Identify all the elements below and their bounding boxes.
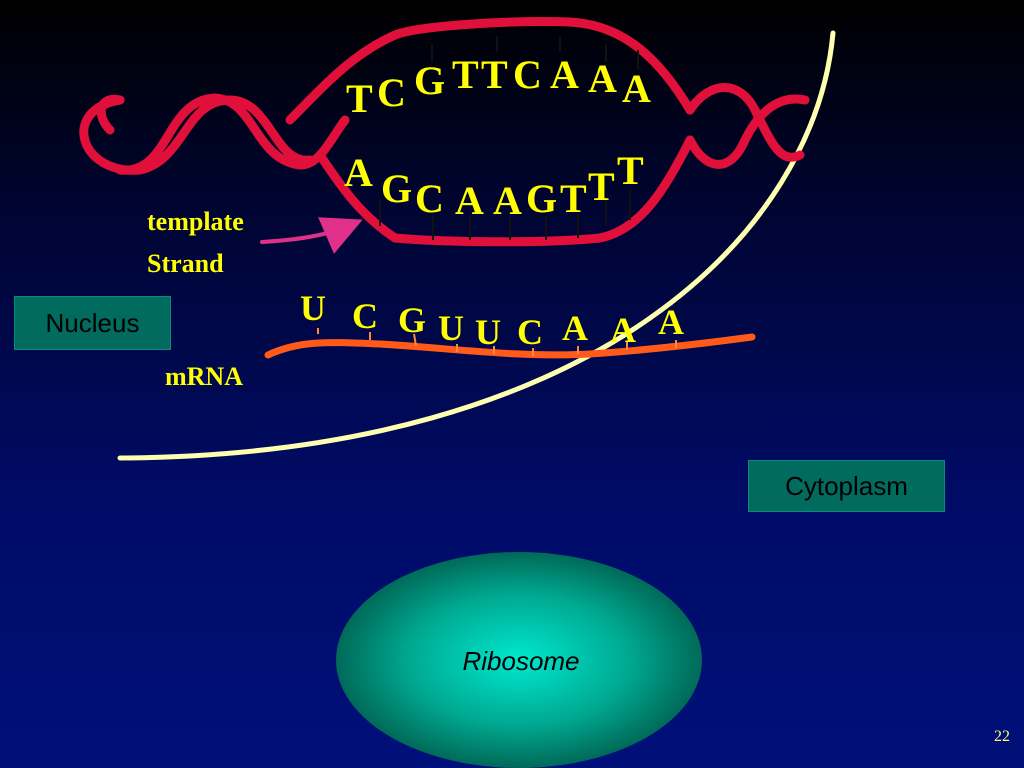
mrna-strand bbox=[264, 333, 756, 359]
nuclear-membrane bbox=[117, 30, 836, 461]
dna-bubble bbox=[285, 17, 695, 247]
dna-bottom-base: A bbox=[344, 150, 373, 195]
cytoplasm-label: Cytoplasm bbox=[748, 460, 945, 512]
dna-top-ticks bbox=[431, 36, 639, 70]
dna-top-base: T bbox=[481, 52, 508, 97]
mrna-bases: U C G U U C A A A bbox=[300, 288, 684, 352]
ribosome-label: Ribosome bbox=[462, 646, 579, 676]
dna-bottom-bases: A G C A A G T T T bbox=[344, 148, 644, 223]
dna-bottom-strand bbox=[315, 135, 695, 247]
dna-top-base: A bbox=[550, 52, 579, 97]
mrna-base: A bbox=[610, 310, 636, 350]
mrna-base: A bbox=[658, 302, 684, 342]
dna-top-base: A bbox=[588, 56, 617, 101]
dna-top-base: A bbox=[622, 66, 651, 111]
mrna-base: A bbox=[562, 308, 588, 348]
nucleus-label: Nucleus bbox=[14, 296, 171, 350]
dna-bottom-base: G bbox=[381, 166, 412, 211]
dna-bottom-base: T bbox=[560, 176, 587, 221]
dna-bottom-base: T bbox=[617, 148, 644, 193]
dna-top-base: T bbox=[346, 76, 373, 121]
dna-bottom-base: T bbox=[588, 164, 615, 209]
dna-bottom-base: C bbox=[415, 176, 444, 221]
mrna-base: U bbox=[475, 312, 501, 352]
dna-bottom-base: A bbox=[455, 178, 484, 223]
dna-top-base: C bbox=[377, 70, 406, 115]
mrna-base: U bbox=[300, 288, 326, 328]
mrna-base: U bbox=[438, 308, 464, 348]
template-label-line2: Strand bbox=[147, 249, 224, 278]
dna-top-base: G bbox=[414, 58, 445, 103]
mrna-ticks bbox=[317, 328, 677, 356]
mrna-base: C bbox=[517, 312, 543, 352]
mrna-base: C bbox=[352, 296, 378, 336]
mrna-base: G bbox=[398, 300, 426, 340]
dna-top-bases: T C G T T C A A A bbox=[346, 52, 651, 121]
dna-top-base: C bbox=[513, 52, 542, 97]
dna-top-strand bbox=[285, 17, 695, 125]
dna-right-helix bbox=[685, 83, 810, 169]
template-label-line1: template bbox=[147, 207, 244, 236]
ribosome bbox=[336, 552, 702, 768]
template-arrow bbox=[260, 217, 363, 254]
dna-bottom-base: G bbox=[526, 176, 557, 221]
dna-top-base: T bbox=[452, 52, 479, 97]
mrna-label: mRNA bbox=[165, 362, 243, 391]
slide-number: 22 bbox=[994, 728, 1010, 745]
dna-bottom-base: A bbox=[493, 178, 522, 223]
dna-bottom-ticks bbox=[379, 190, 631, 240]
